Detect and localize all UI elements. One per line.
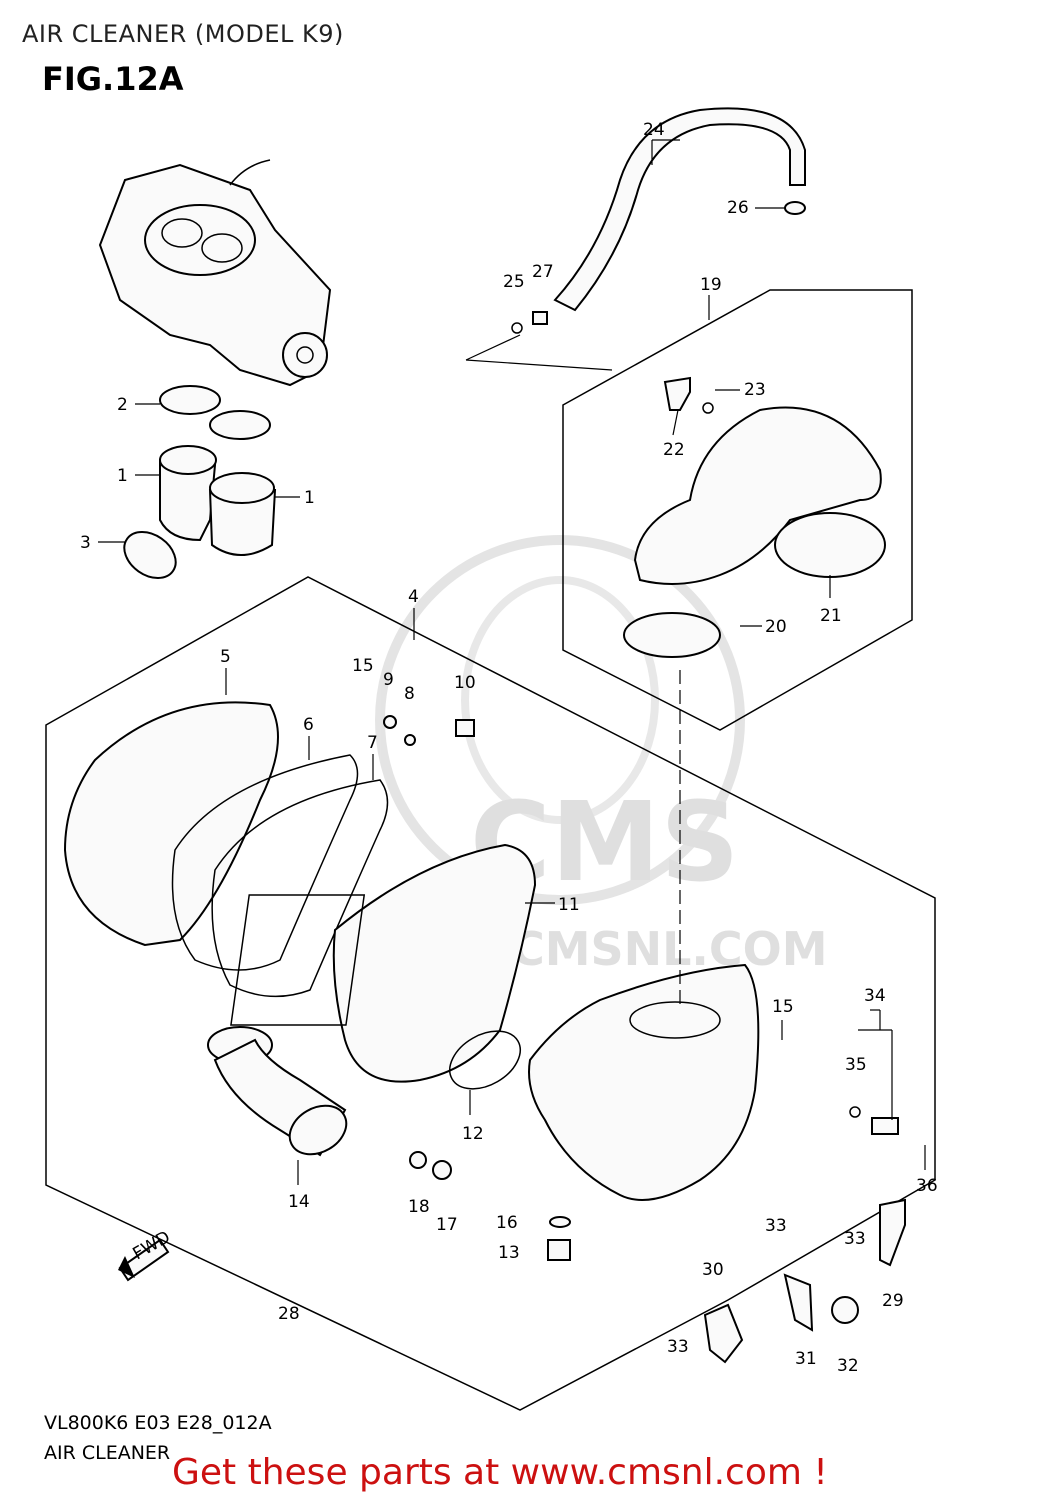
clamp-25	[511, 322, 523, 334]
callout-24: 24	[643, 120, 665, 140]
callout-26: 26	[727, 198, 749, 218]
callout-13: 13	[498, 1243, 520, 1263]
callout-15b: 15	[772, 997, 794, 1017]
air-cleaner-cap	[63, 701, 279, 947]
callout-11: 11	[558, 895, 580, 915]
callout-10: 10	[454, 673, 476, 693]
hose-clamp-2	[159, 385, 271, 440]
callout-15a: 15	[352, 656, 374, 676]
callout-33c: 33	[667, 1337, 689, 1357]
callout-33a: 33	[765, 1216, 787, 1236]
filter-element	[332, 843, 537, 1083]
callout-23: 23	[744, 380, 766, 400]
callout-1b: 1	[304, 488, 315, 508]
outlet-tube	[623, 376, 886, 658]
callout-35: 35	[845, 1055, 867, 1075]
callout-8: 8	[404, 684, 415, 704]
callout-5: 5	[220, 647, 231, 667]
leader-lines	[98, 139, 926, 1185]
callout-27: 27	[532, 262, 554, 282]
intake-pipe-1	[159, 445, 277, 556]
callout-30: 30	[702, 1260, 724, 1280]
footer-code: VL800K6 E03 E28_012A	[44, 1412, 272, 1434]
callout-18: 18	[408, 1197, 430, 1217]
gasket-6	[171, 754, 359, 971]
callout-14: 14	[288, 1192, 310, 1212]
callout-7: 7	[367, 733, 378, 753]
figure-label: FIG.12A	[42, 60, 184, 98]
callout-25: 25	[503, 272, 525, 292]
callout-22: 22	[663, 440, 685, 460]
forward-arrow-icon: FWD	[118, 1227, 174, 1282]
callout-36: 36	[916, 1176, 938, 1196]
callout-16: 16	[496, 1213, 518, 1233]
outlet-tube-box-outline	[562, 289, 913, 731]
callout-3: 3	[80, 533, 91, 553]
page-title: AIR CLEANER (MODEL K9)	[22, 20, 344, 48]
inlet-duct	[207, 1026, 348, 1157]
throttle-body	[98, 159, 332, 387]
callout-33b: 33	[844, 1229, 866, 1249]
air-cleaner-box-outline	[45, 576, 936, 1411]
callout-31: 31	[795, 1349, 817, 1369]
callout-19: 19	[700, 275, 722, 295]
callout-32: 32	[837, 1356, 859, 1376]
air-cleaner-case	[528, 963, 760, 1201]
clamp-3	[123, 531, 177, 579]
cta-link[interactable]: Get these parts at www.cmsnl.com !	[172, 1452, 828, 1493]
callout-20: 20	[765, 617, 787, 637]
callout-28: 28	[278, 1304, 300, 1324]
callout-1a: 1	[117, 466, 128, 486]
callout-4: 4	[408, 587, 419, 607]
filter-mesh	[230, 894, 366, 1026]
callout-9: 9	[383, 670, 394, 690]
footer-name: AIR CLEANER	[44, 1442, 171, 1464]
callout-17: 17	[436, 1215, 458, 1235]
clamp-26	[784, 201, 806, 215]
hardware	[383, 715, 906, 1364]
seal-12	[449, 1030, 521, 1090]
callout-6: 6	[303, 715, 314, 735]
callout-29: 29	[882, 1291, 904, 1311]
joint-27	[532, 311, 548, 325]
callout-2: 2	[117, 395, 128, 415]
case-outlet	[629, 1001, 721, 1039]
gasket-7	[211, 779, 389, 998]
callout-34: 34	[864, 986, 886, 1006]
breather-hose	[553, 107, 806, 312]
callouts: 1 1 2 3 4 5 6 7 8 9 10 11 12 13 14 15 15…	[80, 120, 938, 1376]
callout-12: 12	[462, 1124, 484, 1144]
callout-21: 21	[820, 606, 842, 626]
